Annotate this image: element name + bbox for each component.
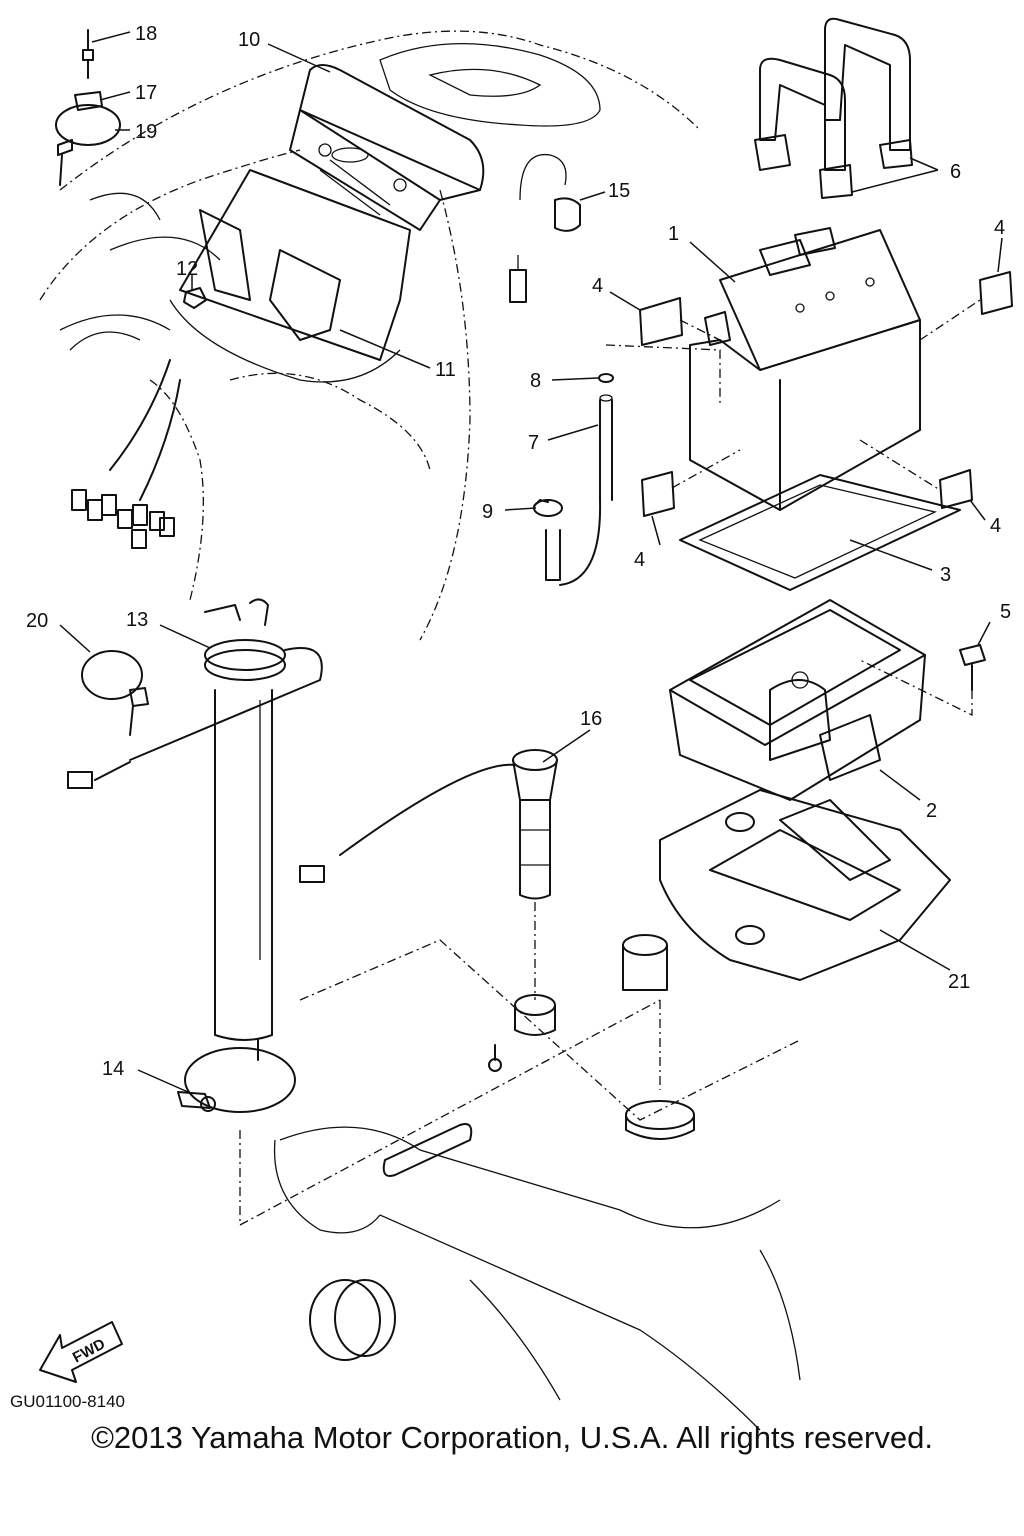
callout-19: 19 [135,121,157,143]
callout-14: 14 [102,1058,124,1080]
callout-6: 6 [950,161,961,183]
callout-21: 21 [948,971,970,993]
callout-2: 2 [926,800,937,822]
callout-4-bottom-right: 4 [990,515,1001,537]
callout-15: 15 [608,180,630,202]
forward-arrow-icon: FWD [39,1321,123,1383]
part-1-battery [689,227,921,511]
part-20-band [81,650,149,736]
callout-labels: 18 17 19 10 11 12 15 6 1 4 4 4 4 8 7 9 3… [26,23,1011,1080]
hose-routing-dash [605,344,721,405]
part-9-hose-clip [533,499,563,517]
part-11-bracket [169,169,411,383]
hull-outline [39,30,801,1431]
callout-11: 11 [435,359,456,381]
wire-harness-connectors [71,359,181,549]
part-4-seals [639,271,1013,517]
callout-16: 16 [580,708,602,730]
callout-7: 7 [528,432,539,454]
callout-12: 12 [176,258,198,280]
part-16-fuel-sensor [299,749,558,1000]
callout-9: 9 [482,501,493,523]
part-5-bolt [859,644,986,717]
callout-18: 18 [135,23,157,45]
callout-4-right: 4 [994,217,1005,239]
callout-17: 17 [135,82,157,104]
part-21-mount-bracket [659,789,951,981]
drawing-code: GU01100-8140 [10,1392,125,1411]
part-10-meter-assembly [289,64,485,231]
callout-5: 5 [1000,601,1011,623]
part-13-fuel-sender [67,598,323,1061]
part-3-pad [679,474,961,591]
part-19-band [55,104,121,186]
part-6-battery-bands [754,17,913,199]
callout-13: 13 [126,609,148,631]
callout-leaders [59,31,1003,1093]
part-18-pin [82,29,94,79]
fuel-tank [239,934,695,1361]
callout-10: 10 [238,29,260,51]
copyright-notice: ©2013 Yamaha Motor Corporation, U.S.A. A… [91,1420,933,1455]
part-12-nut [183,287,207,309]
callout-4-bottom-left: 4 [634,549,645,571]
part-15-connector-cap [509,153,581,303]
callout-1: 1 [668,223,679,245]
part-14-hose-clamp [177,1047,296,1113]
callout-4-left: 4 [592,275,603,297]
part-7-breather-hose [545,394,613,586]
part-8-washer [598,373,614,383]
part-2-battery-box [669,599,926,801]
callout-8: 8 [530,370,541,392]
callout-20: 20 [26,610,48,632]
callout-3: 3 [940,564,951,586]
part-17-clamp [74,91,103,111]
